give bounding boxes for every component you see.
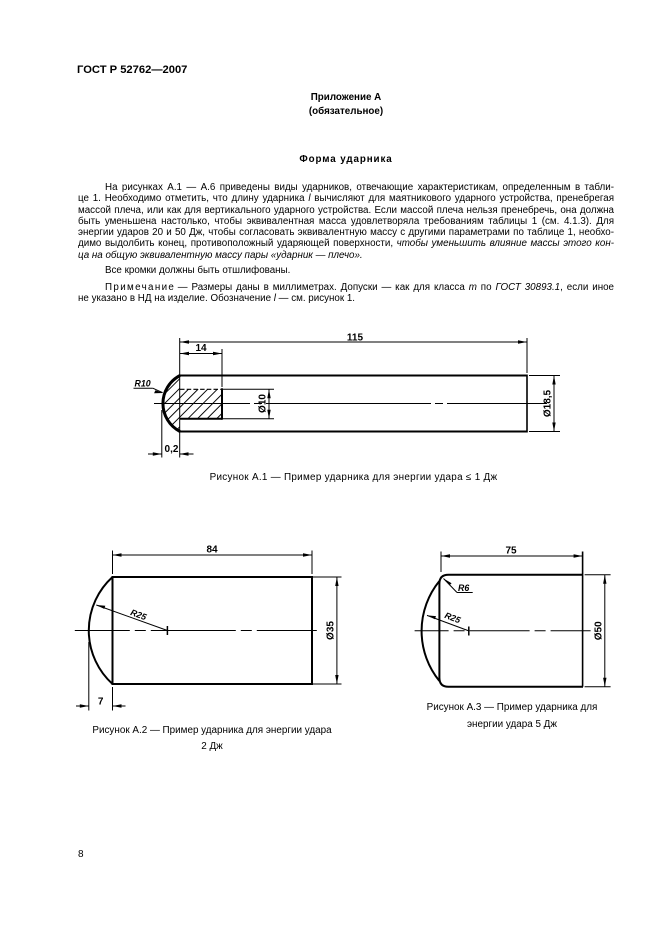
svg-text:Ø10: Ø10 [258,394,269,413]
svg-text:R25: R25 [443,610,462,625]
svg-text:R25: R25 [129,607,148,622]
svg-text:84: 84 [206,545,218,556]
svg-text:Ø18,5: Ø18,5 [543,389,554,417]
svg-text:R10: R10 [135,379,151,389]
svg-text:Ø35: Ø35 [325,621,336,640]
svg-text:0,2: 0,2 [165,444,179,455]
svg-text:7: 7 [98,697,104,708]
svg-text:115: 115 [347,333,364,344]
svg-text:Ø50: Ø50 [594,621,605,640]
svg-text:14: 14 [195,343,207,354]
svg-text:75: 75 [505,546,517,557]
svg-text:R6: R6 [458,583,469,593]
